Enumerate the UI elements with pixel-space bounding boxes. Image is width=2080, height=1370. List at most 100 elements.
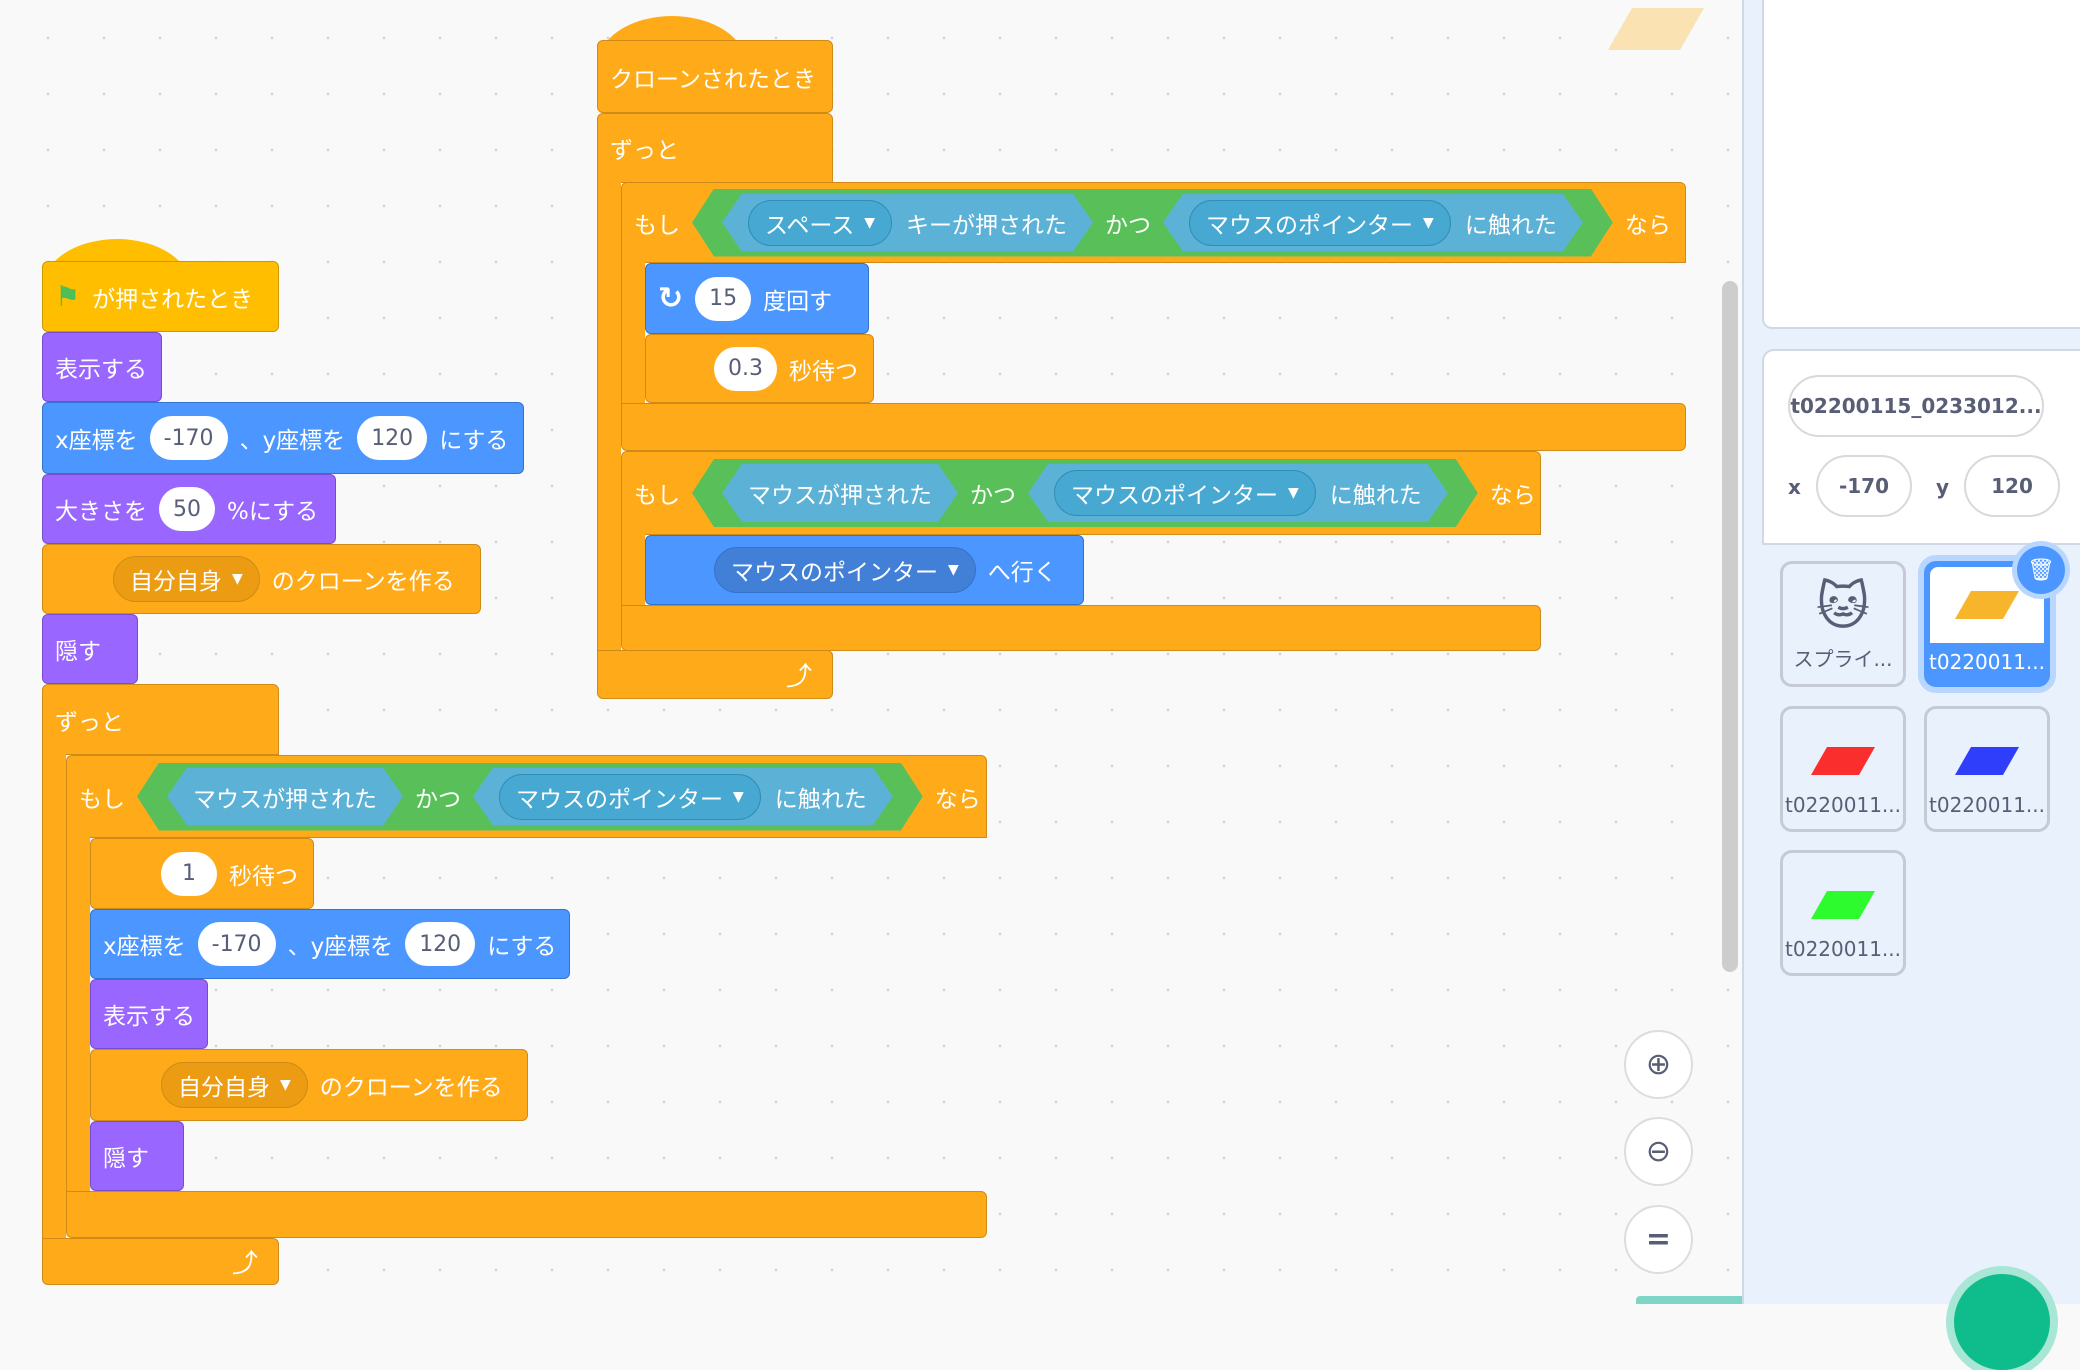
touching-sensing[interactable]: マウスのポインター▼に触れた [1028, 464, 1448, 522]
stage-preview[interactable] [1762, 0, 2080, 329]
forever-block[interactable]: ずっと [597, 113, 833, 183]
and-operator[interactable]: スペース▼キーが押された かつ マウスのポインター▼に触れた [692, 189, 1613, 257]
y-field[interactable]: 120 [1964, 455, 2060, 517]
sprite-tile-cat[interactable]: 🐱スプライ... [1780, 561, 1906, 687]
if-arm [66, 836, 90, 1194]
if-end [66, 1191, 987, 1238]
and-label: かつ [1105, 212, 1152, 239]
label: クローンされたとき [610, 66, 816, 93]
x-field[interactable]: -170 [1816, 455, 1912, 517]
dropdown-arrow-icon: ▼ [733, 788, 744, 805]
x-input[interactable]: -170 [149, 416, 228, 460]
vertical-scrollbar[interactable] [1722, 281, 1738, 972]
if-block-2[interactable]: もし マウスが押された かつ マウスのポインター▼に触れた なら [621, 451, 1541, 535]
mouse-down-sensing[interactable]: マウスが押された [167, 768, 403, 826]
x-label: x [1788, 475, 1801, 499]
touching-dropdown[interactable]: マウスのポインター▼ [1189, 200, 1451, 246]
dropdown-arrow-icon: ▼ [232, 571, 243, 587]
touching-sensing[interactable]: マウスのポインター▼に触れた [1163, 194, 1583, 252]
sprite-ghost-icon [1608, 8, 1704, 50]
touching-sensing[interactable]: マウスのポインター▼に触れた [473, 768, 893, 826]
forever-end: ⤴ [42, 1238, 279, 1285]
label: が押されたとき [92, 286, 254, 313]
label: 隠す [55, 639, 101, 665]
and-operator[interactable]: マウスが押された かつ マウスのポインター▼に触れた [137, 763, 923, 831]
dropdown-arrow-icon: ▼ [864, 214, 876, 231]
sprite-tile-red[interactable]: t0220011... [1780, 706, 1906, 832]
create-clone-block[interactable]: 自分自身▼のクローンを作る [90, 1049, 528, 1121]
loop-arrow-icon: ⤴ [785, 662, 812, 692]
add-sprite-button[interactable] [1954, 1274, 2050, 1370]
y-input[interactable]: 120 [405, 922, 476, 966]
clone-dropdown[interactable]: 自分自身▼ [113, 556, 260, 602]
label: 表示する [55, 357, 147, 383]
if-arm [621, 533, 645, 608]
and-label: かつ [415, 786, 461, 813]
green-parallelogram-icon [1811, 891, 1875, 919]
forever-block[interactable]: ずっと [42, 684, 279, 755]
label: 度回す [763, 288, 833, 315]
goto-block[interactable]: マウスのポインター▼ へ行く [645, 535, 1084, 605]
key-dropdown[interactable]: スペース▼ [748, 200, 892, 246]
then-label: なら [934, 786, 981, 813]
label: へ行く [987, 560, 1057, 586]
zoom-out-icon: ⊖ [1645, 1134, 1672, 1169]
key-pressed-sensing[interactable]: スペース▼キーが押された [722, 194, 1093, 252]
label: ずっと [610, 138, 679, 164]
sprite-tile-selected[interactable]: t0220011... 🗑 [1924, 546, 2065, 687]
label: 秒待つ [789, 358, 858, 385]
orange-parallelogram-icon [1955, 591, 2019, 619]
touching-dropdown[interactable]: マウスのポインター▼ [499, 774, 761, 820]
y-label: y [1936, 475, 1950, 499]
show-block[interactable]: 表示する [90, 979, 208, 1049]
green-flag-icon: ⚑ [55, 280, 81, 313]
seconds-input[interactable]: 0.3 [714, 346, 777, 391]
seconds-input[interactable]: 1 [161, 851, 217, 896]
turn-block[interactable]: ↻ 15 度回す [645, 263, 869, 334]
sidebar: t02200115_0233012... x -170 y 120 🐱スプライ.… [1742, 0, 2080, 1370]
degrees-input[interactable]: 15 [695, 276, 752, 321]
show-block[interactable]: 表示する [42, 332, 162, 402]
y-input[interactable]: 120 [357, 416, 428, 460]
touching-dropdown[interactable]: マウスのポインター▼ [1054, 470, 1316, 516]
size-input[interactable]: 50 [159, 487, 215, 531]
if-label: もし [634, 483, 680, 509]
loop-arrow-icon: ⤴ [231, 1249, 258, 1279]
zoom-reset-icon: = [1645, 1222, 1672, 1257]
label: ずっと [55, 709, 124, 736]
zoom-reset-button[interactable]: = [1624, 1205, 1693, 1274]
when-cloned-hat[interactable]: クローンされたとき [597, 40, 833, 113]
sprite-tile-blue[interactable]: t0220011... [1924, 706, 2050, 832]
create-clone-block[interactable]: 自分自身▼のクローンを作る [42, 544, 481, 614]
forever-end: ⤴ [597, 650, 833, 699]
if-block[interactable]: もし マウスが押された かつ マウスのポインター▼に触れた なら [66, 755, 987, 838]
goto-dropdown[interactable]: マウスのポインター▼ [714, 547, 976, 593]
if-block-1[interactable]: もし スペース▼キーが押された かつ マウスのポインター▼に触れた なら [621, 182, 1686, 263]
clone-dropdown[interactable]: 自分自身▼ [161, 1062, 308, 1108]
sprite-tile-green[interactable]: t0220011... [1780, 850, 1906, 976]
rotate-right-icon: ↻ [658, 281, 684, 316]
forever-arm [597, 180, 621, 655]
forever-arm [42, 752, 66, 1242]
if-end [621, 403, 1686, 451]
and-operator[interactable]: マウスが押された かつ マウスのポインター▼に触れた [692, 459, 1478, 527]
if-end [621, 605, 1541, 651]
wait-block[interactable]: 0.3 秒待つ [645, 334, 874, 403]
hide-block[interactable]: 隠す [90, 1121, 184, 1191]
zoom-in-button[interactable]: ⊕ [1624, 1030, 1693, 1099]
mouse-down-sensing[interactable]: マウスが押された [722, 464, 958, 522]
if-label: もし [634, 212, 680, 239]
x-input[interactable]: -170 [197, 922, 276, 966]
code-workspace[interactable]: クローンされたとき ずっと ⤴ もし スペース▼キーが押された かつ マウスのポ… [0, 0, 1932, 1304]
when-flag-clicked-hat[interactable]: ⚑ が押されたとき [42, 261, 279, 332]
hide-block[interactable]: 隠す [42, 614, 138, 684]
delete-sprite-button[interactable]: 🗑 [2017, 546, 2065, 594]
then-label: なら [1624, 212, 1671, 239]
sprite-name-field[interactable]: t02200115_0233012... [1788, 375, 2044, 437]
if-label: もし [79, 786, 125, 813]
zoom-out-button[interactable]: ⊖ [1624, 1117, 1693, 1186]
